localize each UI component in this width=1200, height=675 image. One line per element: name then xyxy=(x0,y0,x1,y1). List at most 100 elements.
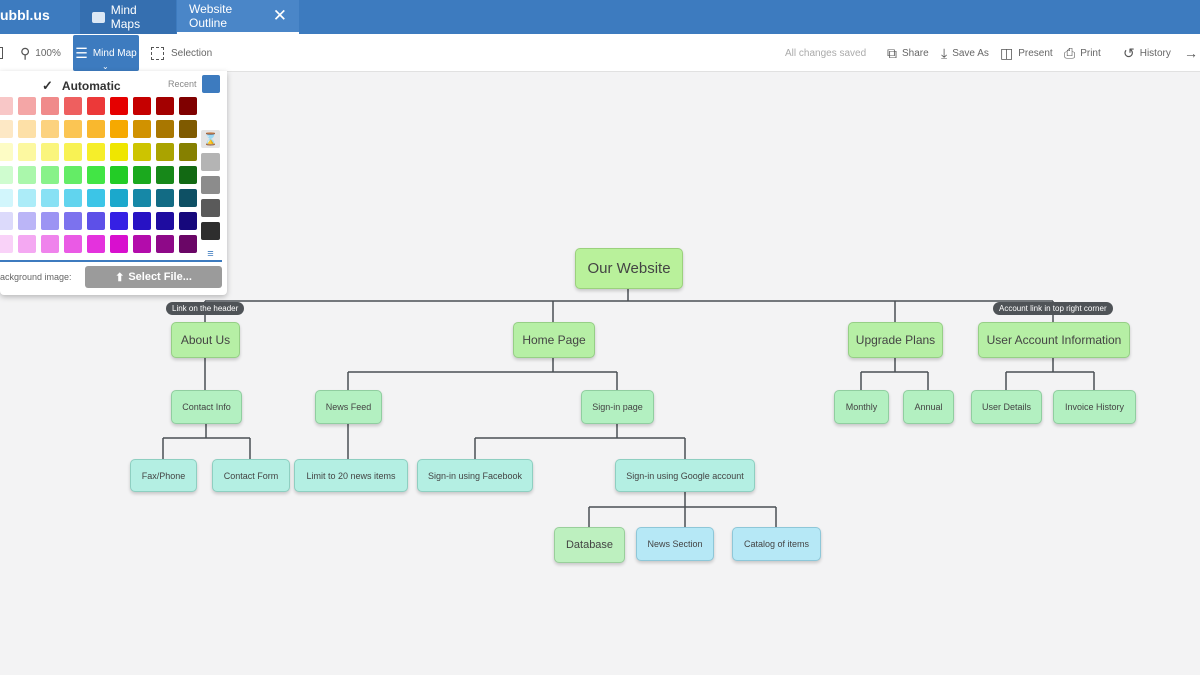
gray-swatch[interactable] xyxy=(201,153,220,171)
close-icon[interactable]: ✕ xyxy=(272,6,287,25)
color-swatch[interactable] xyxy=(133,143,151,161)
node-monthly[interactable]: Monthly xyxy=(834,390,889,424)
tab-mind-maps[interactable]: Mind Maps xyxy=(80,0,176,34)
color-swatch[interactable] xyxy=(64,166,82,184)
zoom-button[interactable]: ⚲ 100% xyxy=(20,34,61,72)
color-swatch[interactable] xyxy=(18,235,36,253)
node-database[interactable]: Database xyxy=(554,527,625,563)
node-catalog[interactable]: Catalog of items xyxy=(732,527,821,561)
node-annual[interactable]: Annual xyxy=(903,390,954,424)
color-swatch[interactable] xyxy=(0,120,13,138)
color-swatch[interactable] xyxy=(0,97,13,115)
color-swatch[interactable] xyxy=(156,120,174,138)
node-invoice-history[interactable]: Invoice History xyxy=(1053,390,1136,424)
color-swatch[interactable] xyxy=(0,189,13,207)
color-swatch[interactable] xyxy=(0,166,13,184)
app-logo[interactable]: ubbl.us xyxy=(0,7,50,23)
node-news-section[interactable]: News Section xyxy=(636,527,714,561)
color-swatch[interactable] xyxy=(179,143,197,161)
gray-swatch[interactable] xyxy=(201,176,220,194)
history-button[interactable]: ↺ History xyxy=(1123,34,1171,72)
color-swatch[interactable] xyxy=(64,120,82,138)
save-as-button[interactable]: ⤓ Save As xyxy=(941,34,989,72)
color-swatch[interactable] xyxy=(179,166,197,184)
color-swatch[interactable] xyxy=(41,212,59,230)
color-swatch[interactable] xyxy=(156,143,174,161)
print-button[interactable]: ⎙ Print xyxy=(1064,34,1101,72)
color-swatch[interactable] xyxy=(64,189,82,207)
node-contact-info[interactable]: Contact Info xyxy=(171,390,242,424)
color-swatch[interactable] xyxy=(18,120,36,138)
tab-website-outline[interactable]: Website Outline ✕ xyxy=(177,0,299,34)
more-button[interactable]: → xyxy=(1184,34,1200,72)
node-about-us[interactable]: About Us xyxy=(171,322,240,358)
color-swatch[interactable] xyxy=(156,212,174,230)
color-swatch[interactable] xyxy=(133,189,151,207)
color-swatch[interactable] xyxy=(110,212,128,230)
color-swatch[interactable] xyxy=(87,166,105,184)
color-swatch[interactable] xyxy=(18,143,36,161)
node-fax-phone[interactable]: Fax/Phone xyxy=(130,459,197,492)
color-swatch[interactable] xyxy=(179,212,197,230)
color-swatch[interactable] xyxy=(110,97,128,115)
color-swatch[interactable] xyxy=(110,189,128,207)
color-swatch[interactable] xyxy=(156,97,174,115)
color-swatch[interactable] xyxy=(179,120,197,138)
color-swatch[interactable] xyxy=(87,97,105,115)
node-home-page[interactable]: Home Page xyxy=(513,322,595,358)
color-swatch[interactable] xyxy=(18,212,36,230)
present-button[interactable]: ◫ Present xyxy=(1000,34,1053,72)
color-swatch[interactable] xyxy=(133,120,151,138)
color-swatch[interactable] xyxy=(41,166,59,184)
recent-color-swatch[interactable] xyxy=(202,75,220,93)
color-swatch[interactable] xyxy=(110,143,128,161)
color-swatch[interactable] xyxy=(179,189,197,207)
select-file-button[interactable]: ⬆ Select File... xyxy=(85,266,222,288)
gray-swatch[interactable] xyxy=(201,222,220,240)
color-swatch[interactable] xyxy=(64,212,82,230)
color-swatch[interactable] xyxy=(110,166,128,184)
node-user-details[interactable]: User Details xyxy=(971,390,1042,424)
color-swatch[interactable] xyxy=(87,120,105,138)
color-swatch[interactable] xyxy=(18,97,36,115)
color-swatch[interactable] xyxy=(133,212,151,230)
node-limit-news[interactable]: Limit to 20 news items xyxy=(294,459,408,492)
sidebar-toggle-button[interactable] xyxy=(0,34,3,72)
color-swatch[interactable] xyxy=(156,235,174,253)
color-swatch[interactable] xyxy=(41,143,59,161)
color-swatch[interactable] xyxy=(41,97,59,115)
color-swatch[interactable] xyxy=(110,120,128,138)
list-icon[interactable]: ≡ xyxy=(201,245,220,263)
color-swatch[interactable] xyxy=(87,235,105,253)
color-swatch[interactable] xyxy=(110,235,128,253)
selection-button[interactable]: Selection xyxy=(151,34,212,72)
node-user-account[interactable]: User Account Information xyxy=(978,322,1130,358)
root-node[interactable]: Our Website xyxy=(575,248,683,289)
color-swatch[interactable] xyxy=(179,97,197,115)
node-signin-facebook[interactable]: Sign-in using Facebook xyxy=(417,459,533,492)
node-sign-in-page[interactable]: Sign-in page xyxy=(581,390,654,424)
color-swatch[interactable] xyxy=(0,212,13,230)
color-swatch[interactable] xyxy=(133,166,151,184)
color-swatch[interactable] xyxy=(41,235,59,253)
gray-swatch[interactable]: ⌛ xyxy=(201,130,220,148)
color-swatch[interactable] xyxy=(133,235,151,253)
color-swatch[interactable] xyxy=(156,189,174,207)
gray-swatch[interactable] xyxy=(201,199,220,217)
share-button[interactable]: ⧉ Share xyxy=(887,34,929,72)
node-upgrade-plans[interactable]: Upgrade Plans xyxy=(848,322,943,358)
color-swatch[interactable] xyxy=(18,189,36,207)
color-swatch[interactable] xyxy=(41,189,59,207)
color-swatch[interactable] xyxy=(18,166,36,184)
mindmap-button[interactable]: ☰ Mind Map ⌄ xyxy=(73,35,139,71)
color-swatch[interactable] xyxy=(41,120,59,138)
color-swatch[interactable] xyxy=(133,97,151,115)
color-swatch[interactable] xyxy=(0,235,13,253)
color-swatch[interactable] xyxy=(87,143,105,161)
node-news-feed[interactable]: News Feed xyxy=(315,390,382,424)
color-swatch[interactable] xyxy=(179,235,197,253)
color-swatch[interactable] xyxy=(0,143,13,161)
color-swatch[interactable] xyxy=(64,143,82,161)
color-swatch[interactable] xyxy=(87,212,105,230)
color-swatch[interactable] xyxy=(64,97,82,115)
